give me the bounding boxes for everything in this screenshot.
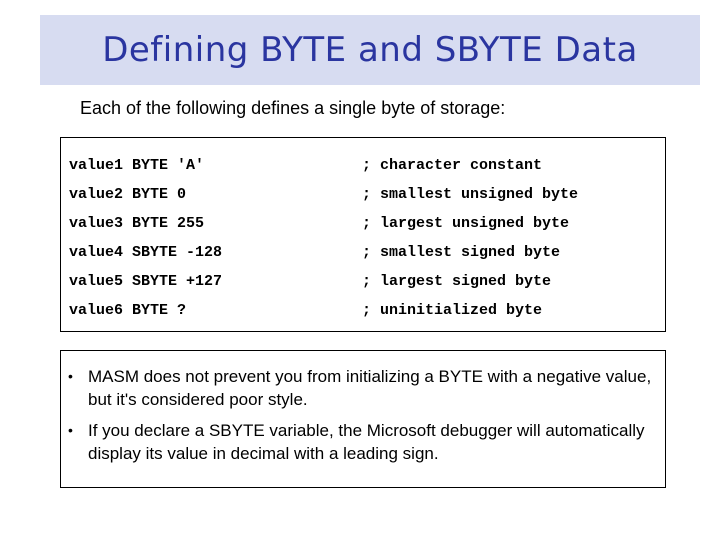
bullet-icon: • [68, 422, 73, 438]
code-declaration: value2 BYTE 0 [69, 186, 187, 203]
note-item: • MASM does not prevent you from initial… [61, 365, 655, 411]
code-comment: ; character constant [362, 157, 543, 174]
code-line: value3 BYTE 255 ; largest unsigned byte [69, 209, 665, 238]
code-comment: ; largest unsigned byte [362, 215, 570, 232]
code-line: value4 SBYTE -128 ; smallest signed byte [69, 238, 665, 267]
code-declaration: value1 BYTE 'A' [69, 157, 205, 174]
title-band [40, 15, 700, 85]
code-declaration: value3 BYTE 255 [69, 215, 205, 232]
code-comment: ; smallest unsigned byte [362, 186, 579, 203]
code-declaration: value4 SBYTE -128 [69, 244, 223, 261]
notes-block: • MASM does not prevent you from initial… [60, 350, 666, 488]
code-line: value5 SBYTE +127 ; largest signed byte [69, 267, 665, 296]
code-declaration: value6 BYTE ? [69, 302, 187, 319]
code-line: value1 BYTE 'A' ; character constant [69, 151, 665, 180]
code-comment: ; smallest signed byte [362, 244, 561, 261]
code-comment: ; uninitialized byte [362, 302, 543, 319]
intro-text: Each of the following defines a single b… [80, 98, 506, 118]
code-comment: ; largest signed byte [362, 273, 552, 290]
note-text: If you declare a SBYTE variable, the Mic… [88, 421, 645, 463]
note-item: • If you declare a SBYTE variable, the M… [61, 419, 655, 465]
code-declaration: value5 SBYTE +127 [69, 273, 223, 290]
code-block: value1 BYTE 'A' ; character constant val… [60, 137, 666, 332]
code-line: value2 BYTE 0 ; smallest unsigned byte [69, 180, 665, 209]
note-text: MASM does not prevent you from initializ… [88, 367, 652, 409]
slide-title: Defining BYTE and SBYTE Data [102, 30, 638, 70]
bullet-icon: • [68, 368, 73, 384]
code-line: value6 BYTE ? ; uninitialized byte [69, 296, 665, 325]
